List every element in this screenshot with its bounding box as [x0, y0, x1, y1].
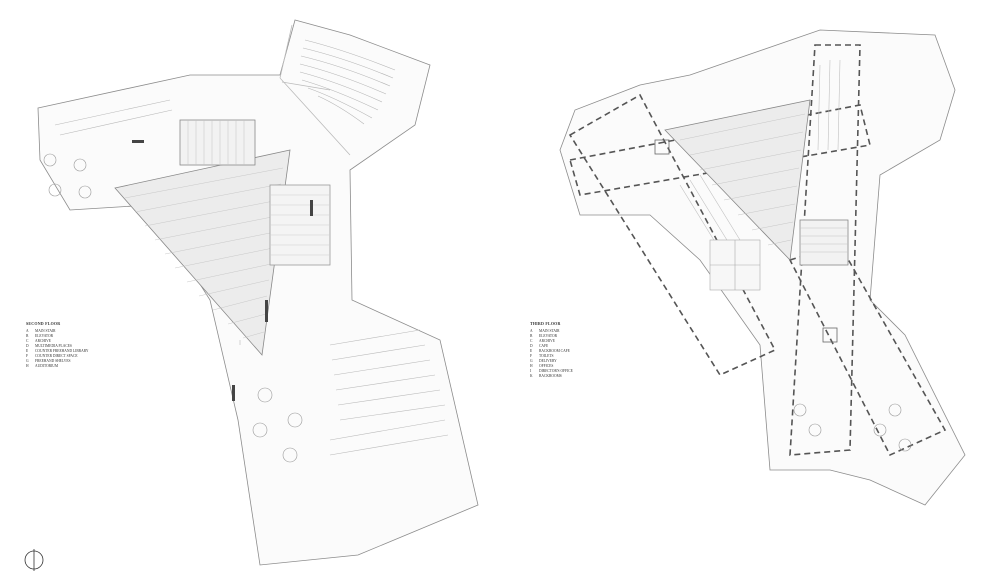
- third-floor-stair: [799, 219, 849, 266]
- third-floor-outline: [559, 29, 966, 506]
- second-floor-stair: [179, 119, 256, 166]
- north-arrow-icon: [24, 549, 44, 571]
- cafe-tables: [793, 403, 912, 452]
- second-floor-plan: [37, 19, 479, 566]
- third-floor-plan: [559, 29, 966, 506]
- auditorium-seating: [299, 39, 396, 125]
- multimedia-places: [43, 153, 303, 463]
- second-floor-legend-title: SECOND FLOOR: [26, 321, 61, 326]
- archive-shelves: [679, 59, 841, 251]
- reading-tables: [54, 99, 449, 456]
- third-floor-legend-title: THIRD FLOOR: [530, 321, 561, 326]
- freehand-shelves: [124, 167, 284, 339]
